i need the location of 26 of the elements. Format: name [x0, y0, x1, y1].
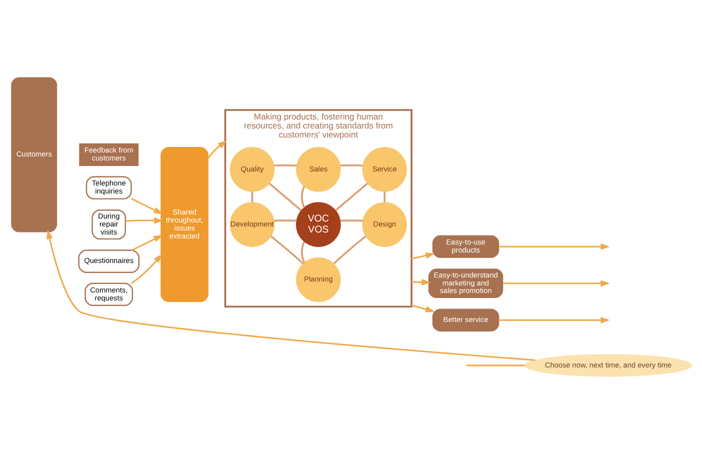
- arrow: [207, 140, 227, 158]
- connector: [466, 364, 524, 366]
- arrow: [130, 253, 162, 284]
- connector: [300, 240, 305, 263]
- arrow: [410, 252, 434, 259]
- arrow: [498, 242, 610, 250]
- connector: [383, 191, 385, 202]
- arrow: [498, 316, 610, 323]
- connector: [340, 219, 362, 222]
- arrow: [411, 278, 430, 285]
- connector: [300, 186, 305, 208]
- connector: [334, 182, 368, 211]
- connector: [273, 164, 296, 166]
- connector: [268, 182, 302, 211]
- connector: [250, 191, 253, 202]
- arrow: [46, 229, 535, 360]
- connector: [273, 219, 296, 222]
- arrow: [502, 280, 610, 286]
- connector: [332, 234, 366, 264]
- node-circle: VOC VOS: [295, 202, 340, 246]
- arrow: [130, 234, 162, 250]
- arrow: [124, 216, 163, 224]
- connector: [270, 235, 304, 264]
- arrow: [130, 197, 162, 214]
- connector: [340, 164, 362, 166]
- arrow: [410, 304, 434, 312]
